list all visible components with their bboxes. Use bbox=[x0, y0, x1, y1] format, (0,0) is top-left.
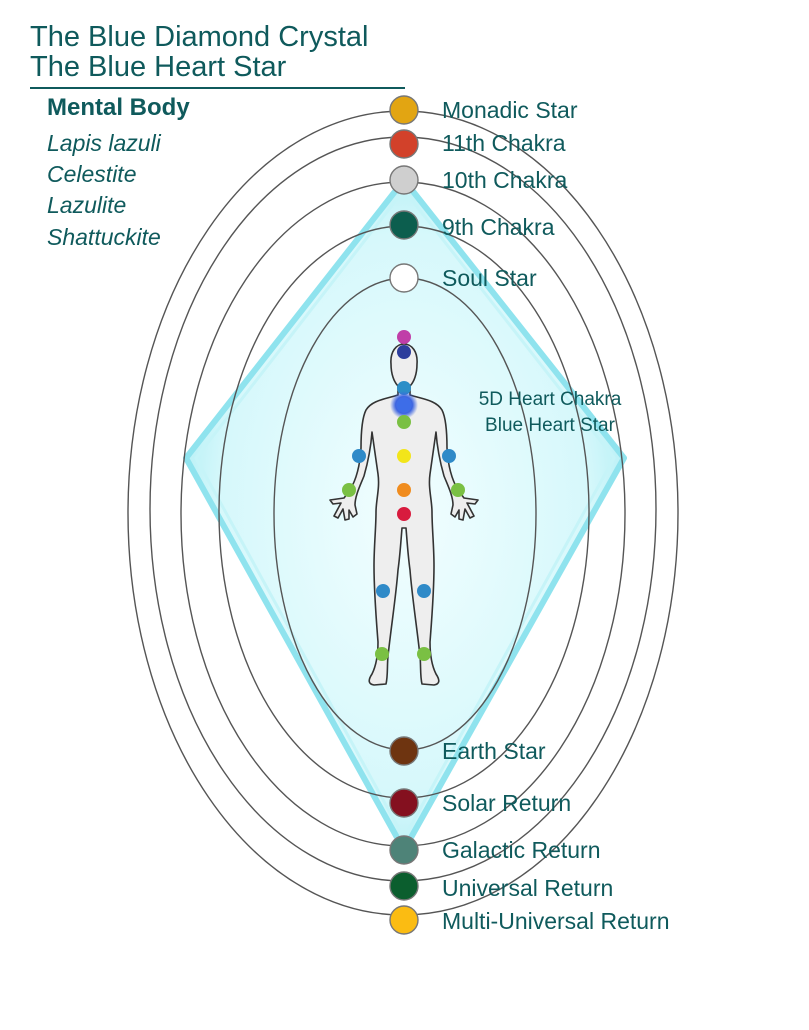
left-elbow-point bbox=[352, 449, 366, 463]
earth-star-label: Earth Star bbox=[442, 738, 546, 764]
galactic-return-circle bbox=[389, 835, 419, 865]
stone-item: Shattuckite bbox=[47, 224, 161, 250]
blue-heart-star-point bbox=[397, 398, 411, 412]
left-knee-point bbox=[376, 584, 390, 598]
stone-item: Lapis lazuli bbox=[47, 130, 161, 156]
stone-item: Lazulite bbox=[47, 192, 127, 218]
root-chakra-point bbox=[397, 507, 411, 521]
11th-chakra-circle bbox=[389, 129, 419, 159]
earth-star-circle bbox=[389, 736, 419, 766]
10th-chakra-label: 10th Chakra bbox=[442, 167, 568, 193]
galactic-return-label: Galactic Return bbox=[442, 837, 601, 863]
multi-universal-return-label: Multi-Universal Return bbox=[442, 908, 670, 934]
title-line-1: The Blue Diamond Crystal bbox=[30, 21, 369, 53]
monadic-star-circle bbox=[389, 95, 419, 125]
multi-universal-return-circle bbox=[389, 905, 419, 935]
heart-chakra-label: 5D Heart Chakra bbox=[478, 389, 622, 410]
crown-chakra-point bbox=[397, 330, 411, 344]
left-foot-point bbox=[375, 647, 389, 661]
outer-chakras bbox=[389, 95, 419, 935]
title-line-2: The Blue Heart Star bbox=[30, 51, 287, 83]
right-elbow-point bbox=[442, 449, 456, 463]
right-hand-point bbox=[451, 483, 465, 497]
solar-return-label: Solar Return bbox=[442, 790, 572, 816]
9th-chakra-circle bbox=[389, 210, 419, 240]
heart-chakra-point bbox=[397, 415, 411, 429]
universal-return-circle bbox=[389, 871, 419, 901]
universal-return-label: Universal Return bbox=[442, 875, 614, 901]
left-hand-point bbox=[342, 483, 356, 497]
right-foot-point bbox=[417, 647, 431, 661]
monadic-star-label: Monadic Star bbox=[442, 97, 578, 123]
11th-chakra-label: 11th Chakra bbox=[442, 130, 566, 156]
sacral-chakra-point bbox=[397, 483, 411, 497]
third-eye-chakra-point bbox=[397, 345, 411, 359]
9th-chakra-label: 9th Chakra bbox=[442, 214, 555, 240]
mental-body-heading: Mental Body bbox=[47, 94, 190, 121]
soul-star-label: Soul Star bbox=[442, 265, 537, 291]
blue-heart-star-label: Blue Heart Star bbox=[485, 415, 615, 436]
soul-star-circle bbox=[389, 263, 419, 293]
body-chakras bbox=[342, 330, 465, 661]
10th-chakra-circle bbox=[389, 165, 419, 195]
title-underline bbox=[30, 87, 405, 89]
solar-plexus-chakra-point bbox=[397, 449, 411, 463]
solar-return-circle bbox=[389, 788, 419, 818]
right-knee-point bbox=[417, 584, 431, 598]
stone-item: Celestite bbox=[47, 161, 137, 187]
